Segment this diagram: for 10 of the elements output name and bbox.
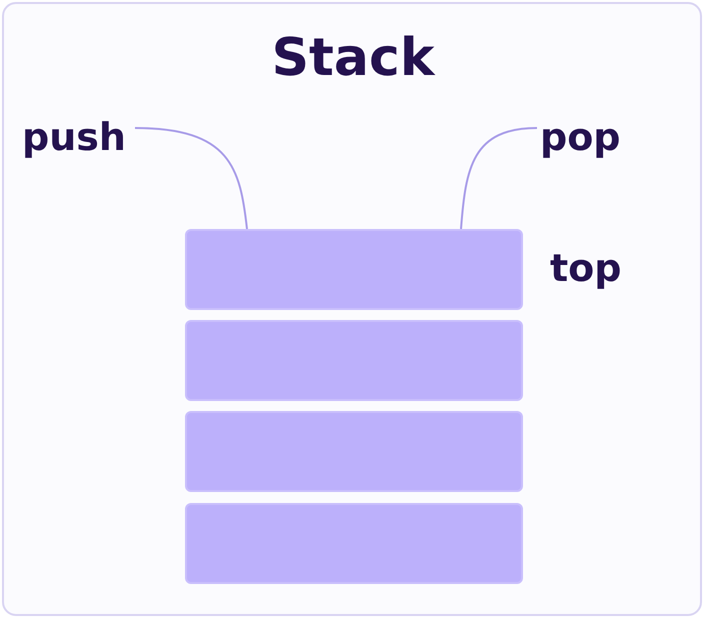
leader-line bbox=[460, 127, 538, 230]
position-label: top bbox=[550, 246, 622, 290]
stack-slot bbox=[185, 229, 523, 310]
stack-slot bbox=[185, 411, 523, 492]
diagram-title: Stack bbox=[270, 28, 436, 88]
leader-line bbox=[134, 127, 248, 230]
operation-label: push bbox=[22, 115, 126, 159]
stack-slot bbox=[185, 503, 523, 584]
operation-label: pop bbox=[540, 115, 621, 159]
stack-slot bbox=[185, 320, 523, 401]
